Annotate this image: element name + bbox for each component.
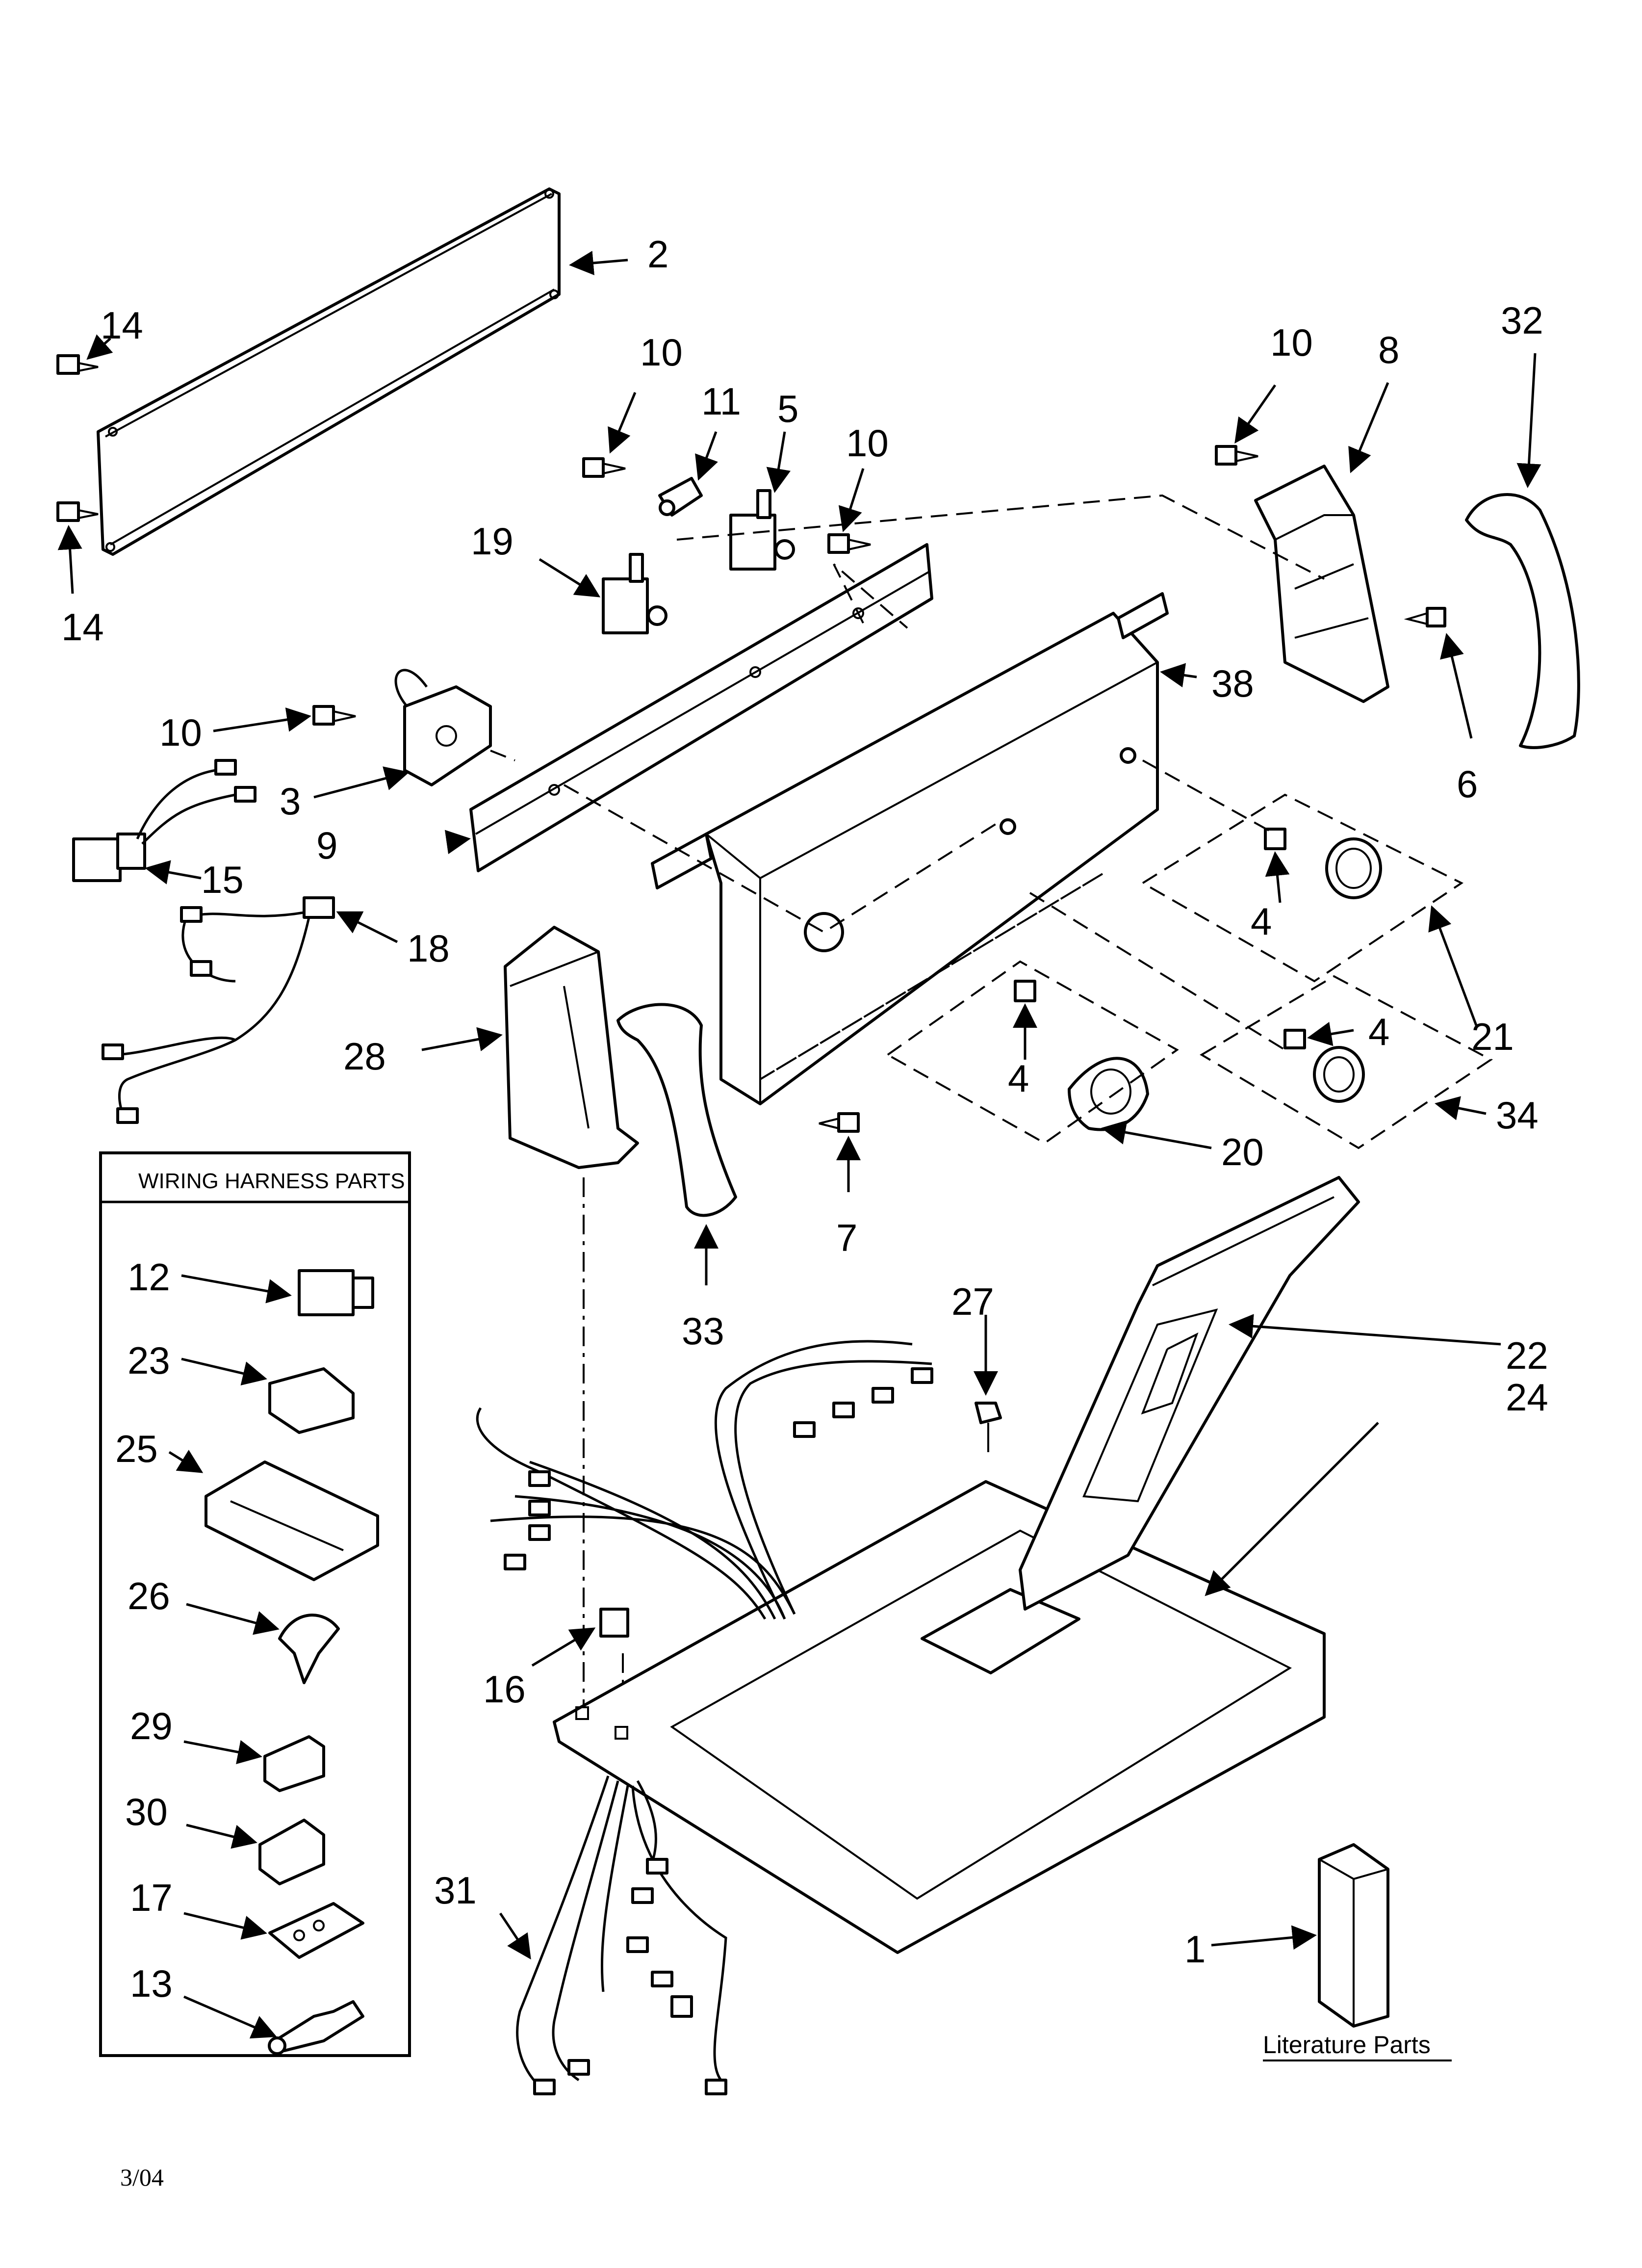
wiring-callout-29: 29: [130, 1704, 173, 1747]
part-23-icon: [268, 1367, 355, 1434]
callout-33: 33: [682, 1309, 724, 1353]
knob-34-part: [1313, 1046, 1365, 1103]
callout-8: 8: [1378, 328, 1399, 371]
footer-date: 3/04: [120, 2164, 164, 2191]
callout-34: 34: [1496, 1094, 1539, 1137]
screw-14-top: [56, 354, 99, 375]
callout-32: 32: [1501, 299, 1543, 342]
callout-4-c: 4: [1368, 1010, 1389, 1053]
screw-14-bottom: [56, 501, 99, 522]
clip-4-b: [1014, 980, 1036, 1002]
clip-4-c: [1283, 1029, 1306, 1049]
lint-screen-22-part: [1019, 1176, 1360, 1611]
callout-1: 1: [1184, 1928, 1206, 1971]
part-17-icon: [268, 1902, 364, 1959]
timer-3-part: [394, 669, 492, 786]
callout-31: 31: [434, 1869, 477, 1912]
wiring-callout-30: 30: [125, 1790, 168, 1833]
screw-10-d: [312, 705, 356, 726]
bushing-16-part: [599, 1608, 629, 1638]
clip-11-part: [658, 477, 703, 517]
screw-6-part: [1404, 607, 1446, 627]
harness-18-part: [102, 896, 335, 1124]
callout-6: 6: [1457, 762, 1478, 806]
callout-10-c: 10: [1270, 321, 1313, 364]
part-25-icon: [205, 1460, 379, 1581]
part-30-icon: [258, 1819, 325, 1885]
harness-31-part: [516, 1775, 727, 2095]
part-12-icon: [298, 1269, 374, 1316]
callout-20: 20: [1221, 1130, 1264, 1173]
end-trim-33-part: [616, 1003, 737, 1217]
harness-15-part: [72, 759, 257, 882]
part-29-icon: [263, 1735, 325, 1792]
end-cap-8-part: [1254, 465, 1389, 703]
part-26-icon: [278, 1614, 340, 1684]
wiring-callout-12: 12: [128, 1255, 170, 1299]
top-panel-part: [553, 1480, 1326, 1954]
switch-5-part: [729, 489, 795, 571]
callout-14-bottom: 14: [61, 605, 104, 649]
callout-7: 7: [836, 1216, 857, 1259]
callout-27: 27: [951, 1280, 994, 1323]
main-harness-top: [476, 1340, 933, 1620]
control-bracket-part: [469, 543, 933, 872]
wiring-harness-box: [99, 1151, 411, 2057]
clip-4-a: [1264, 828, 1286, 850]
callout-19: 19: [471, 520, 513, 563]
callout-3: 3: [280, 780, 301, 823]
end-cap-28-part: [504, 926, 639, 1169]
callout-9: 9: [316, 824, 337, 867]
end-trim-32-part: [1465, 493, 1580, 749]
screw-10-a: [582, 457, 626, 478]
callout-21: 21: [1471, 1015, 1514, 1058]
callout-11: 11: [701, 380, 741, 423]
callout-4-a: 4: [1251, 900, 1272, 943]
wiring-box-title: WIRING HARNESS PARTS: [138, 1169, 405, 1193]
callout-15: 15: [201, 858, 244, 901]
callout-22: 22: [1506, 1334, 1548, 1377]
knob-20-part: [1068, 1057, 1149, 1131]
part-13-icon: [268, 2000, 364, 2055]
screw-7-part: [819, 1112, 860, 1133]
wiring-callout-23: 23: [128, 1339, 170, 1382]
screw-10-c: [1215, 445, 1258, 466]
wiring-callout-26: 26: [128, 1574, 170, 1617]
callout-18: 18: [407, 927, 450, 970]
wiring-callout-17: 17: [130, 1876, 173, 1919]
callout-5: 5: [777, 387, 798, 430]
callout-10-a: 10: [640, 331, 683, 374]
literature-1-part: [1318, 1843, 1389, 2028]
callout-2: 2: [647, 233, 668, 276]
screw-27-part: [975, 1402, 1002, 1452]
switch-19-part: [602, 553, 667, 634]
callout-14-top: 14: [101, 304, 143, 347]
callout-4-b: 4: [1008, 1057, 1029, 1100]
callout-24: 24: [1506, 1376, 1548, 1419]
screw-10-b: [827, 533, 871, 554]
rear-panel-part: [97, 187, 561, 556]
wiring-callout-13: 13: [130, 1962, 173, 2005]
callout-28: 28: [343, 1035, 386, 1078]
literature-label: Literature Parts: [1263, 2031, 1431, 2059]
console-part: [651, 592, 1169, 1105]
callout-10-d: 10: [159, 711, 202, 754]
wiring-callout-25: 25: [115, 1427, 158, 1470]
callout-16: 16: [483, 1668, 526, 1711]
callout-38: 38: [1211, 662, 1254, 705]
callout-10-b: 10: [846, 421, 889, 465]
knob-21-part: [1325, 837, 1382, 899]
